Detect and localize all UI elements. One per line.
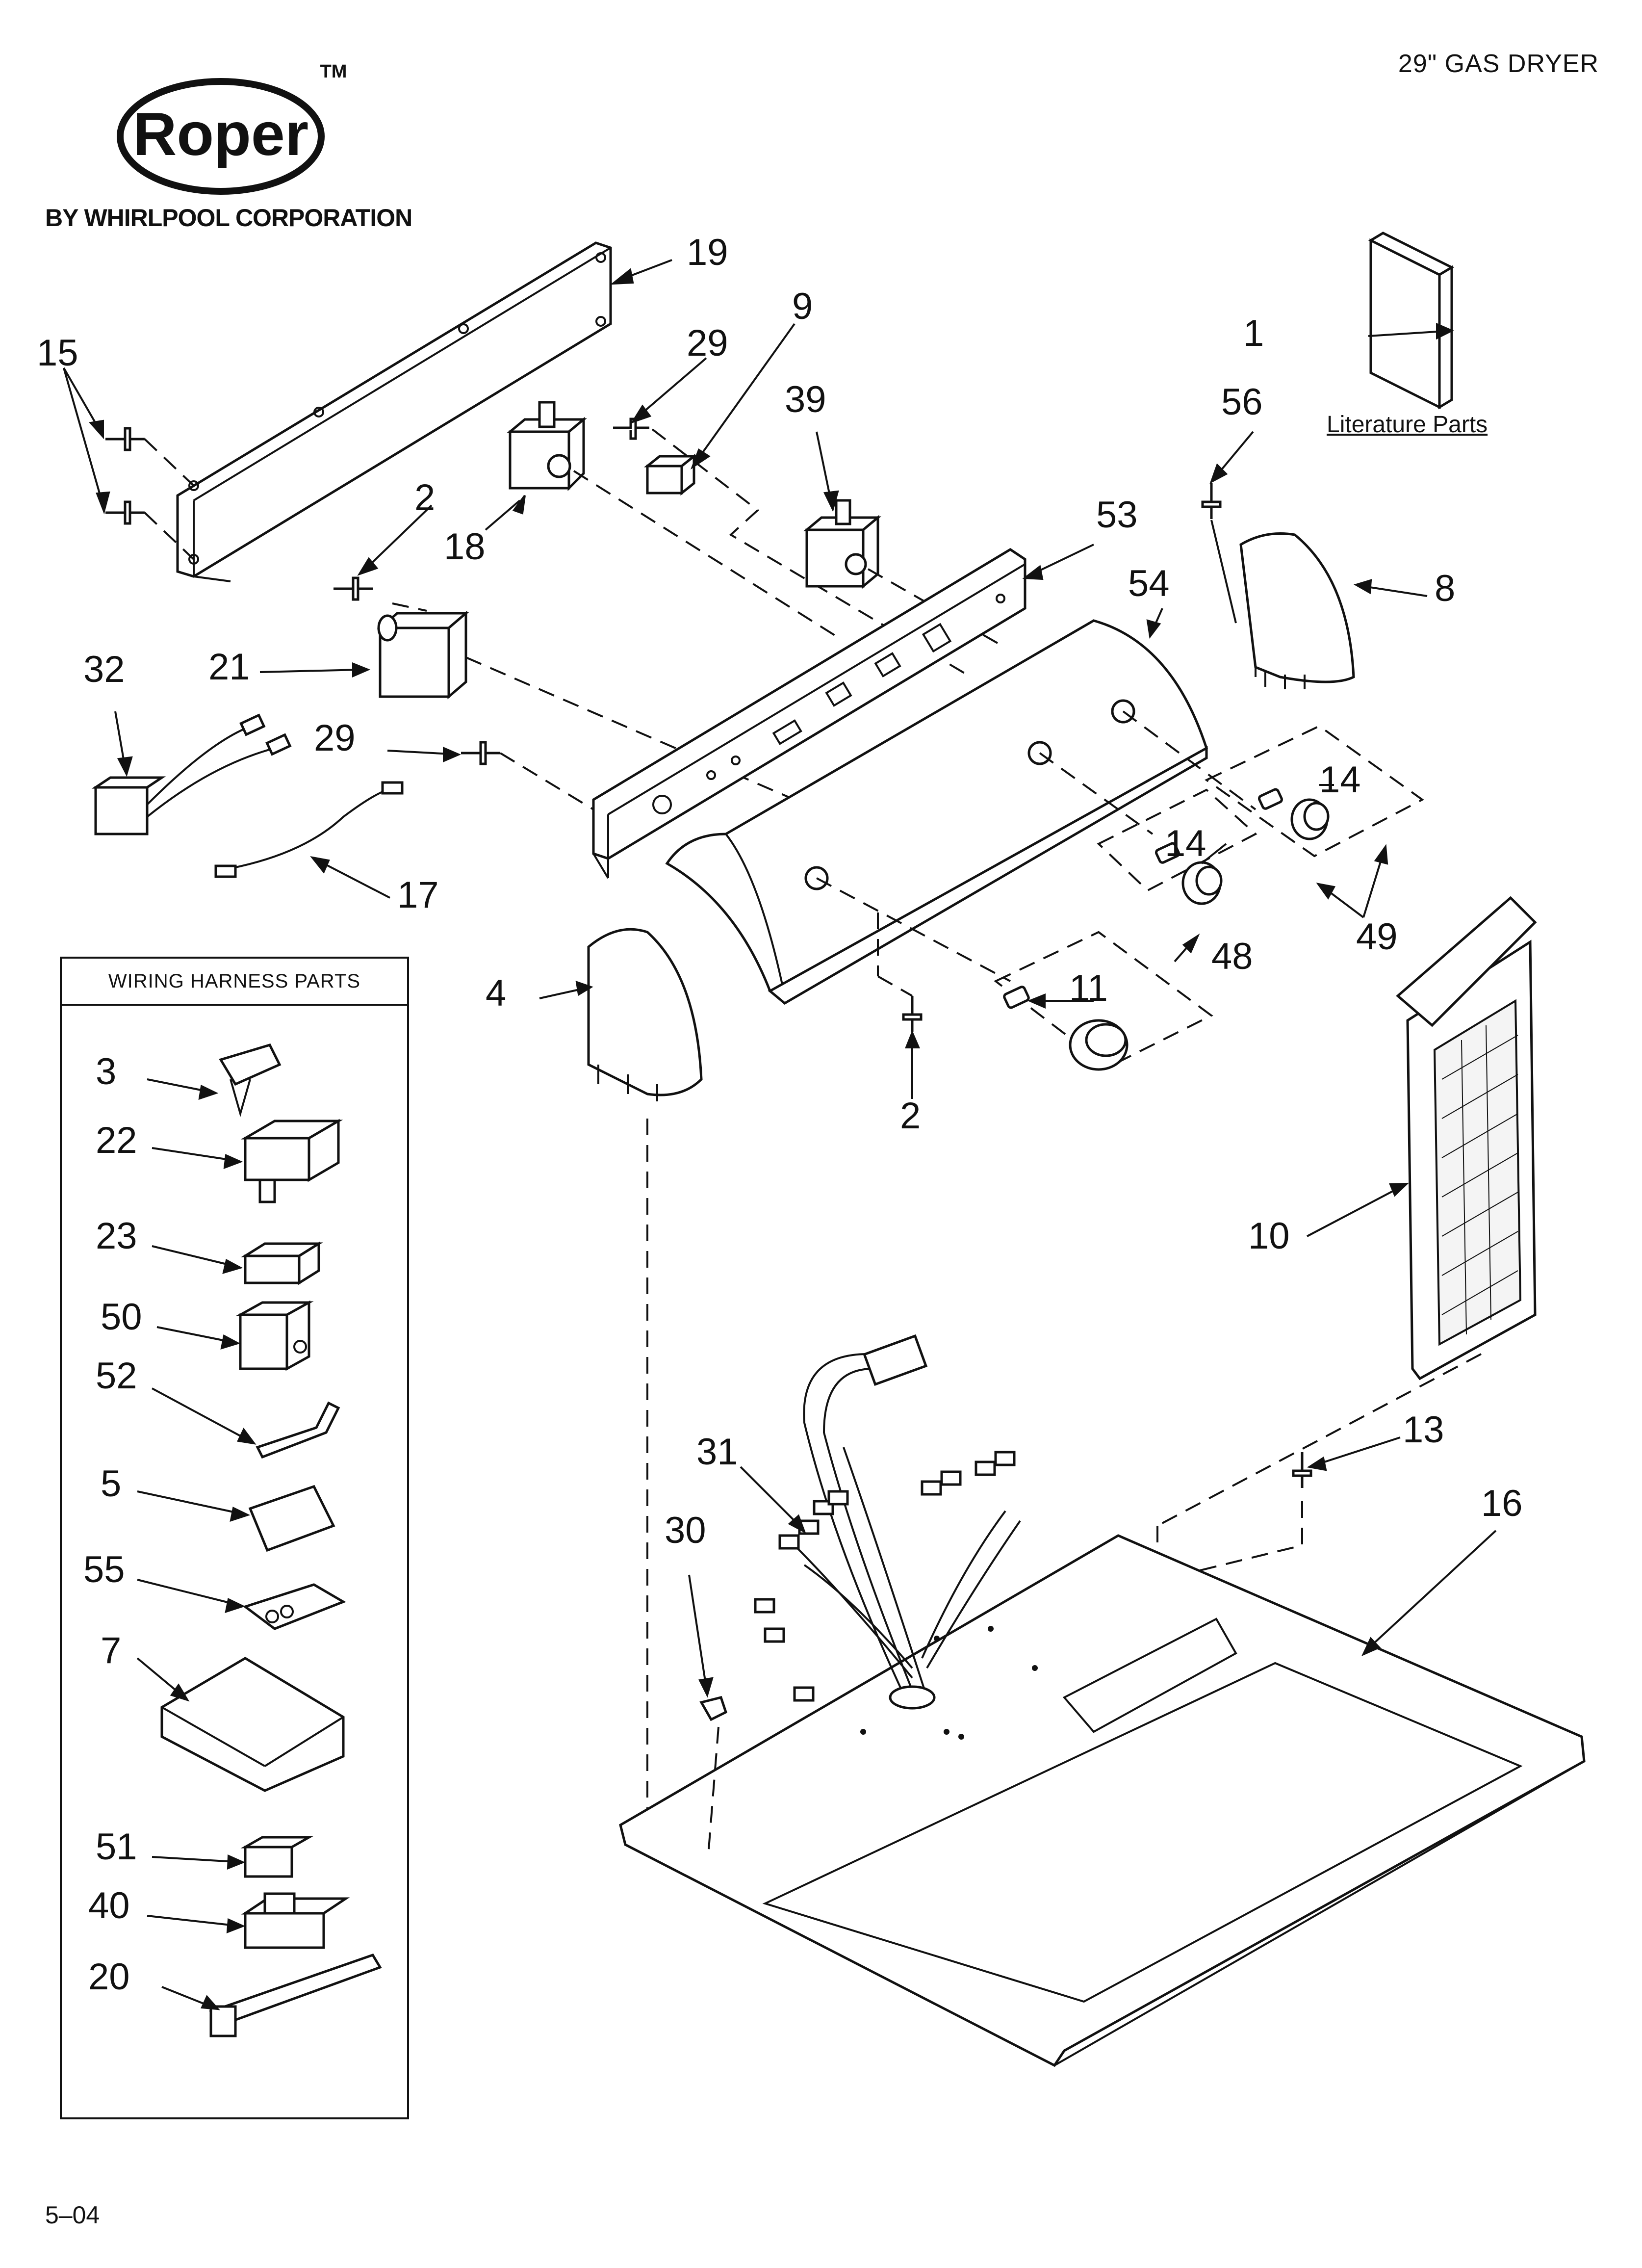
- callout-22: 22: [96, 1120, 137, 1161]
- knob-lower: [1181, 861, 1223, 905]
- callout-14-upper: 14: [1319, 759, 1361, 801]
- callout-1: 1: [1243, 313, 1264, 354]
- part-8-right-end-cap: [1239, 532, 1355, 689]
- callout-54: 54: [1128, 563, 1170, 604]
- literature-parts-label: Literature Parts: [1327, 412, 1488, 438]
- brand-byline: BY WHIRLPOOL CORPORATION: [45, 204, 412, 232]
- callout-31: 31: [696, 1431, 738, 1473]
- callout-10: 10: [1248, 1215, 1290, 1257]
- part-30-clip: [699, 1696, 728, 1721]
- part-49-group-box-lower: [1097, 788, 1257, 892]
- part-40-connector: [241, 1892, 350, 1949]
- callout-21: 21: [208, 646, 250, 688]
- part-16-top-panel: [619, 1534, 1586, 2067]
- part-21-timer: [377, 610, 469, 700]
- callout-30: 30: [665, 1510, 706, 1551]
- part-1-literature-book: [1368, 232, 1455, 410]
- callout-9: 9: [792, 286, 813, 327]
- callout-49: 49: [1356, 916, 1398, 958]
- wiring-harness-parts-box: WIRING HARNESS PARTS: [60, 957, 409, 2119]
- part-54-console-panel: [665, 619, 1208, 1005]
- callout-48: 48: [1211, 936, 1253, 977]
- part-3-connector: [219, 1043, 282, 1118]
- part-20-cable-tie: [209, 1953, 382, 2037]
- leader-arrows: [63, 259, 1497, 2010]
- callout-40: 40: [88, 1885, 130, 1927]
- model-title: 29" GAS DRYER: [1398, 50, 1599, 78]
- knob-upper: [1290, 798, 1330, 840]
- callout-7: 7: [101, 1630, 121, 1671]
- part-56-screw: [1201, 483, 1222, 519]
- part-22-connector: [240, 1119, 343, 1203]
- part-14-insert-lower: [1155, 842, 1180, 864]
- part-10-lint-screen: [1396, 896, 1537, 1381]
- callout-2-lower: 2: [900, 1095, 921, 1137]
- part-51-connector: [240, 1836, 314, 1878]
- part-52-terminal: [256, 1401, 340, 1459]
- callout-51: 51: [96, 1826, 137, 1868]
- callout-20: 20: [88, 1956, 130, 1998]
- part-2-screw-lower: [902, 996, 923, 1032]
- part-15-screws: [105, 427, 195, 560]
- part-49-group-box-upper: [1205, 725, 1424, 858]
- part-2-screw-upper: [334, 576, 373, 601]
- callout-2-upper: 2: [414, 477, 435, 519]
- callout-8: 8: [1435, 568, 1455, 609]
- footer-date-code: 5–04: [45, 2201, 100, 2229]
- part-4-left-end-cap: [587, 928, 703, 1101]
- part-32-wire-harness: [91, 713, 292, 835]
- callout-19: 19: [687, 232, 728, 273]
- callout-5: 5: [101, 1463, 121, 1505]
- part-11-knob-insert: [1003, 986, 1030, 1009]
- part-29-screw-upper: [613, 417, 649, 440]
- callout-16: 16: [1481, 1483, 1523, 1524]
- callout-29-lower: 29: [314, 717, 356, 759]
- callout-15: 15: [37, 332, 78, 374]
- part-39-switch: [803, 499, 881, 589]
- part-13-screw: [1292, 1452, 1312, 1488]
- callout-39: 39: [785, 379, 826, 420]
- callout-labels: 19 15 29 9 39 1 56 2 18 53 54 8 32 21 29…: [37, 232, 1523, 1998]
- callout-50: 50: [101, 1296, 142, 1338]
- part-17-wire: [214, 781, 404, 878]
- part-55-connector: [242, 1583, 346, 1630]
- part-9-small-switch: [643, 453, 698, 496]
- part-53-console-bracket: [592, 548, 1026, 879]
- callout-4: 4: [486, 972, 506, 1014]
- callout-52: 52: [96, 1355, 137, 1397]
- part-18-switch: [507, 401, 587, 492]
- roper-logo: Roper TM: [117, 63, 347, 195]
- callout-56: 56: [1221, 381, 1263, 423]
- callout-3: 3: [96, 1051, 116, 1093]
- callout-55: 55: [83, 1549, 125, 1590]
- callout-17: 17: [397, 874, 439, 916]
- part-19-rear-panel: [176, 241, 612, 582]
- part-48-group-box: [994, 931, 1213, 1069]
- callout-11: 11: [1069, 967, 1108, 1009]
- part-7-connector-block: [160, 1657, 345, 1792]
- trademark-mark: TM: [320, 63, 347, 82]
- logo-text: Roper: [133, 101, 308, 168]
- part-50-connector: [235, 1300, 314, 1371]
- callout-23: 23: [96, 1215, 137, 1257]
- part-29-screw-lower: [461, 741, 500, 765]
- callout-18: 18: [444, 526, 486, 568]
- callout-53: 53: [1096, 494, 1138, 536]
- part-5-connector: [248, 1485, 335, 1552]
- callout-14-lower: 14: [1165, 823, 1206, 864]
- callout-13: 13: [1403, 1409, 1444, 1451]
- callout-32: 32: [83, 649, 125, 690]
- part-31-wire-harness: [754, 1334, 1021, 1710]
- knob-large: [1069, 1019, 1129, 1071]
- wiring-harness-title: WIRING HARNESS PARTS: [62, 959, 407, 1006]
- part-14-insert-upper: [1258, 788, 1283, 810]
- callout-29-upper: 29: [687, 322, 728, 364]
- part-23-connector: [241, 1241, 323, 1285]
